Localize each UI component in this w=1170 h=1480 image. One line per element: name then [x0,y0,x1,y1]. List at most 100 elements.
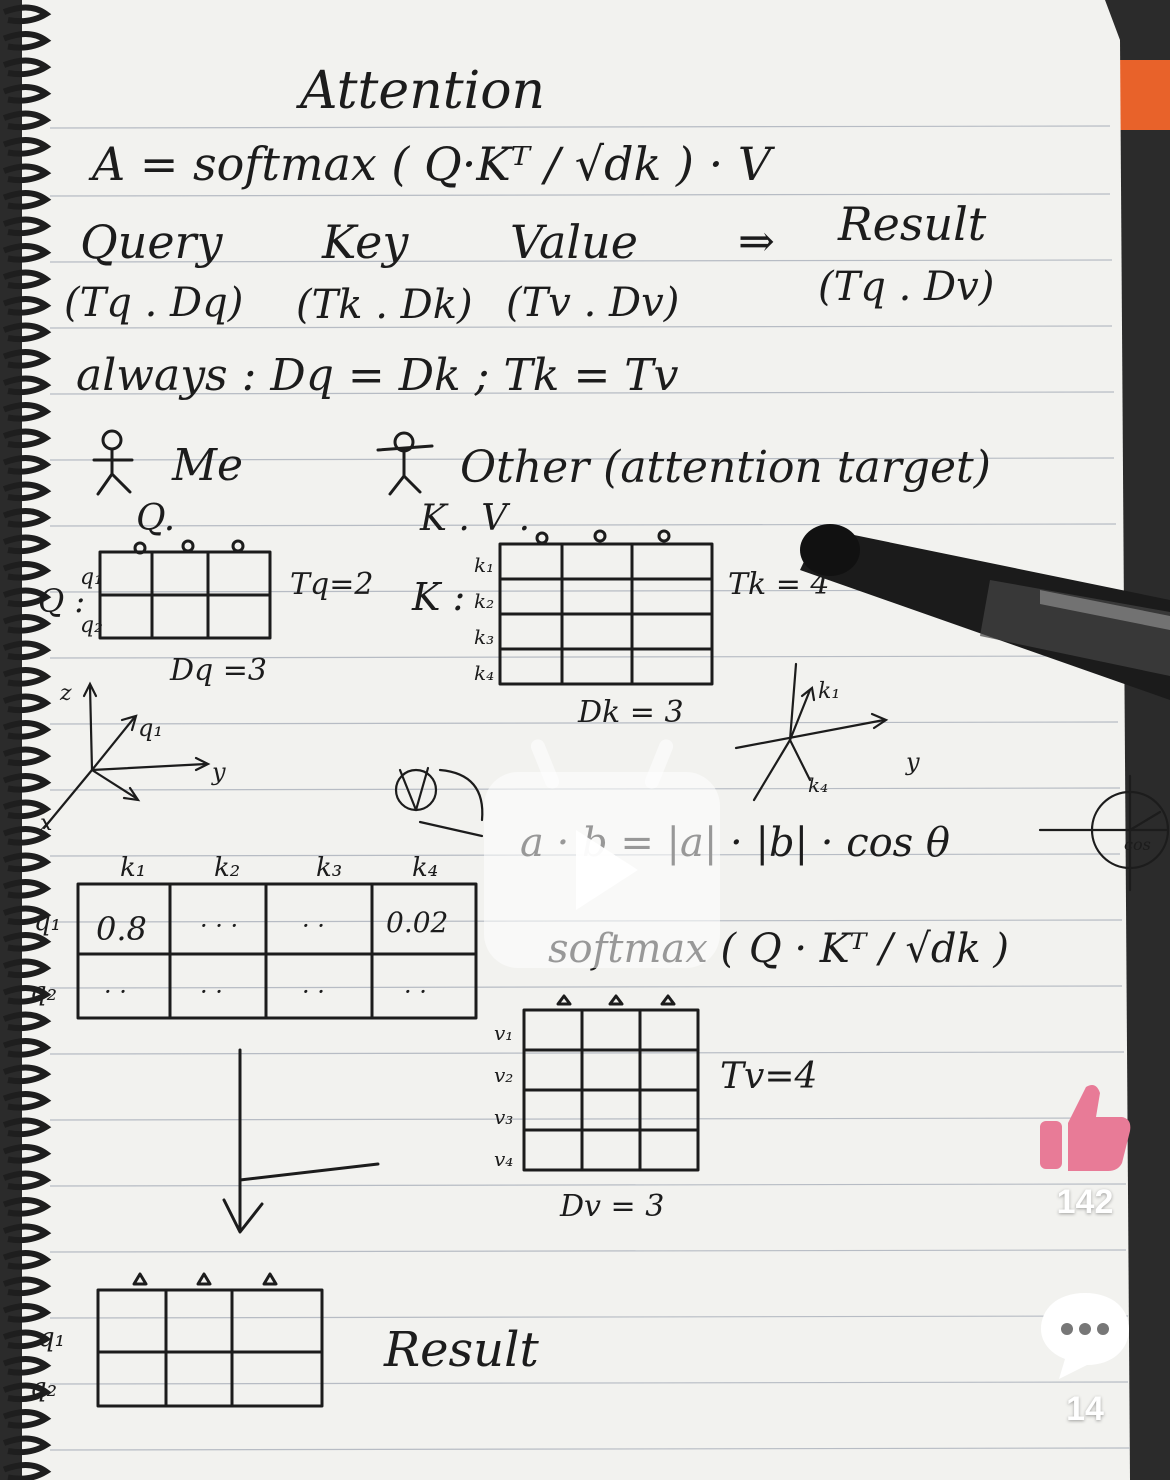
spiral-ring [2,1303,52,1323]
angle-sketch [394,766,484,838]
k-row-2: k₂ [474,589,494,613]
spiral-ring [2,1435,52,1456]
tv-label: Tv=4 [720,1056,817,1097]
axis-sketch-q [42,681,211,830]
spiral-ring [2,1250,52,1270]
axis-z-label: z [59,681,72,706]
spiral-ring [2,1462,52,1480]
spiral-ring [2,640,52,661]
spiral-ring [2,216,52,237]
notes-title: Attention [296,61,545,121]
q-label: Q. [136,498,175,539]
k-matrix [498,529,714,686]
v-row-4: v₄ [494,1147,513,1171]
result-dim: (Tq . Dv) [818,264,994,310]
spiral-ring [2,1223,52,1244]
spiral-ring [2,110,52,131]
spiral-ring [2,1038,52,1058]
score-header-k3: k₃ [316,853,342,883]
other-label: Other (attention target) [460,442,991,493]
v-row-2: v₂ [494,1063,513,1087]
spiral-ring [2,163,52,184]
spiral-ring [2,269,52,290]
spiral-ring [2,481,52,502]
like-count: 142 [1056,1183,1114,1221]
spiral-ring [2,693,52,714]
attention-formula: A = softmax ( Q·Kᵀ / √dk ) · V [88,137,776,191]
play-button[interactable] [484,737,720,968]
score-header-k4: k₄ [412,853,438,883]
spiral-ring [2,296,52,316]
spiral-ring [2,1064,52,1085]
spiral-ring [2,1382,52,1403]
other-figure-icon [376,431,434,496]
spiral-ring [2,905,52,926]
axis2-y-label: y [905,748,920,776]
me-label: Me [171,440,243,491]
spiral-ring [2,1170,52,1191]
spiral-ring [2,428,52,449]
axis-sketch-k [734,662,889,802]
spiral-ring [2,4,52,25]
result-matrix [96,1272,324,1408]
spiral-ring [2,614,52,634]
v-matrix [522,994,700,1172]
spiral-ring [2,746,52,767]
spiral-ring [2,1144,52,1164]
score-matrix [76,882,478,1020]
unit-circle-sketch [1038,774,1170,892]
k-row-3: k₃ [474,625,494,649]
q-matrix [98,539,272,640]
me-figure-icon [92,429,134,496]
spiral-ring [2,1356,52,1376]
spiral-ring [2,190,52,210]
spiral-ring [2,1011,52,1032]
pen-object [800,524,1170,700]
result-label: Result [383,1322,539,1378]
kv-label: K . V . [419,498,530,539]
spiral-ring [2,958,52,979]
comment-button[interactable] [1035,1285,1135,1385]
spiral-ring [2,1276,52,1297]
v-row-1: v₁ [494,1021,513,1045]
q-row-2: q₂ [80,613,103,638]
spiral-binding [2,4,52,1480]
result-label-top: Result [837,197,987,251]
axis2-k1-label: k₁ [818,679,840,704]
value-dim: (Tv . Dv) [506,280,679,326]
query-label: Query [80,215,224,269]
play-icon [576,830,638,910]
k-row-1: k₁ [474,553,494,577]
q-row-1: q₁ [80,565,103,590]
score-cell: · · [404,978,427,1006]
q-side-label: Q : [38,582,85,620]
spiral-ring [2,375,52,396]
axis-y-label: y [211,758,226,786]
spiral-ring [2,84,52,104]
axis-x-label: x [40,811,53,836]
comment-count: 14 [1066,1390,1104,1428]
spiral-ring [2,561,52,581]
spiral-ring [2,534,52,555]
like-button[interactable] [1030,1075,1140,1185]
cos-label: cos [1124,835,1151,854]
arrow-implies: ⇒ [738,216,775,267]
spiral-ring [2,31,52,51]
spiral-ring [2,455,52,475]
always-constraint: always : Dq = Dk ; Tk = Tv [76,350,679,401]
key-dim: (Tk . Dk) [296,282,473,328]
score-cell: · · [302,978,325,1006]
spiral-ring [2,852,52,873]
score-header-k1: k₁ [120,853,146,883]
spiral-ring [2,985,52,1005]
score-cell: · · [302,912,325,940]
ruled-lines [49,125,1131,1451]
result-row-1: q₁ [38,1323,65,1353]
spiral-ring [2,773,52,793]
score-cell: · · [200,978,223,1006]
spiral-ring [2,402,52,422]
k-side-label: K : [411,575,465,619]
k-row-4: k₄ [474,661,494,685]
